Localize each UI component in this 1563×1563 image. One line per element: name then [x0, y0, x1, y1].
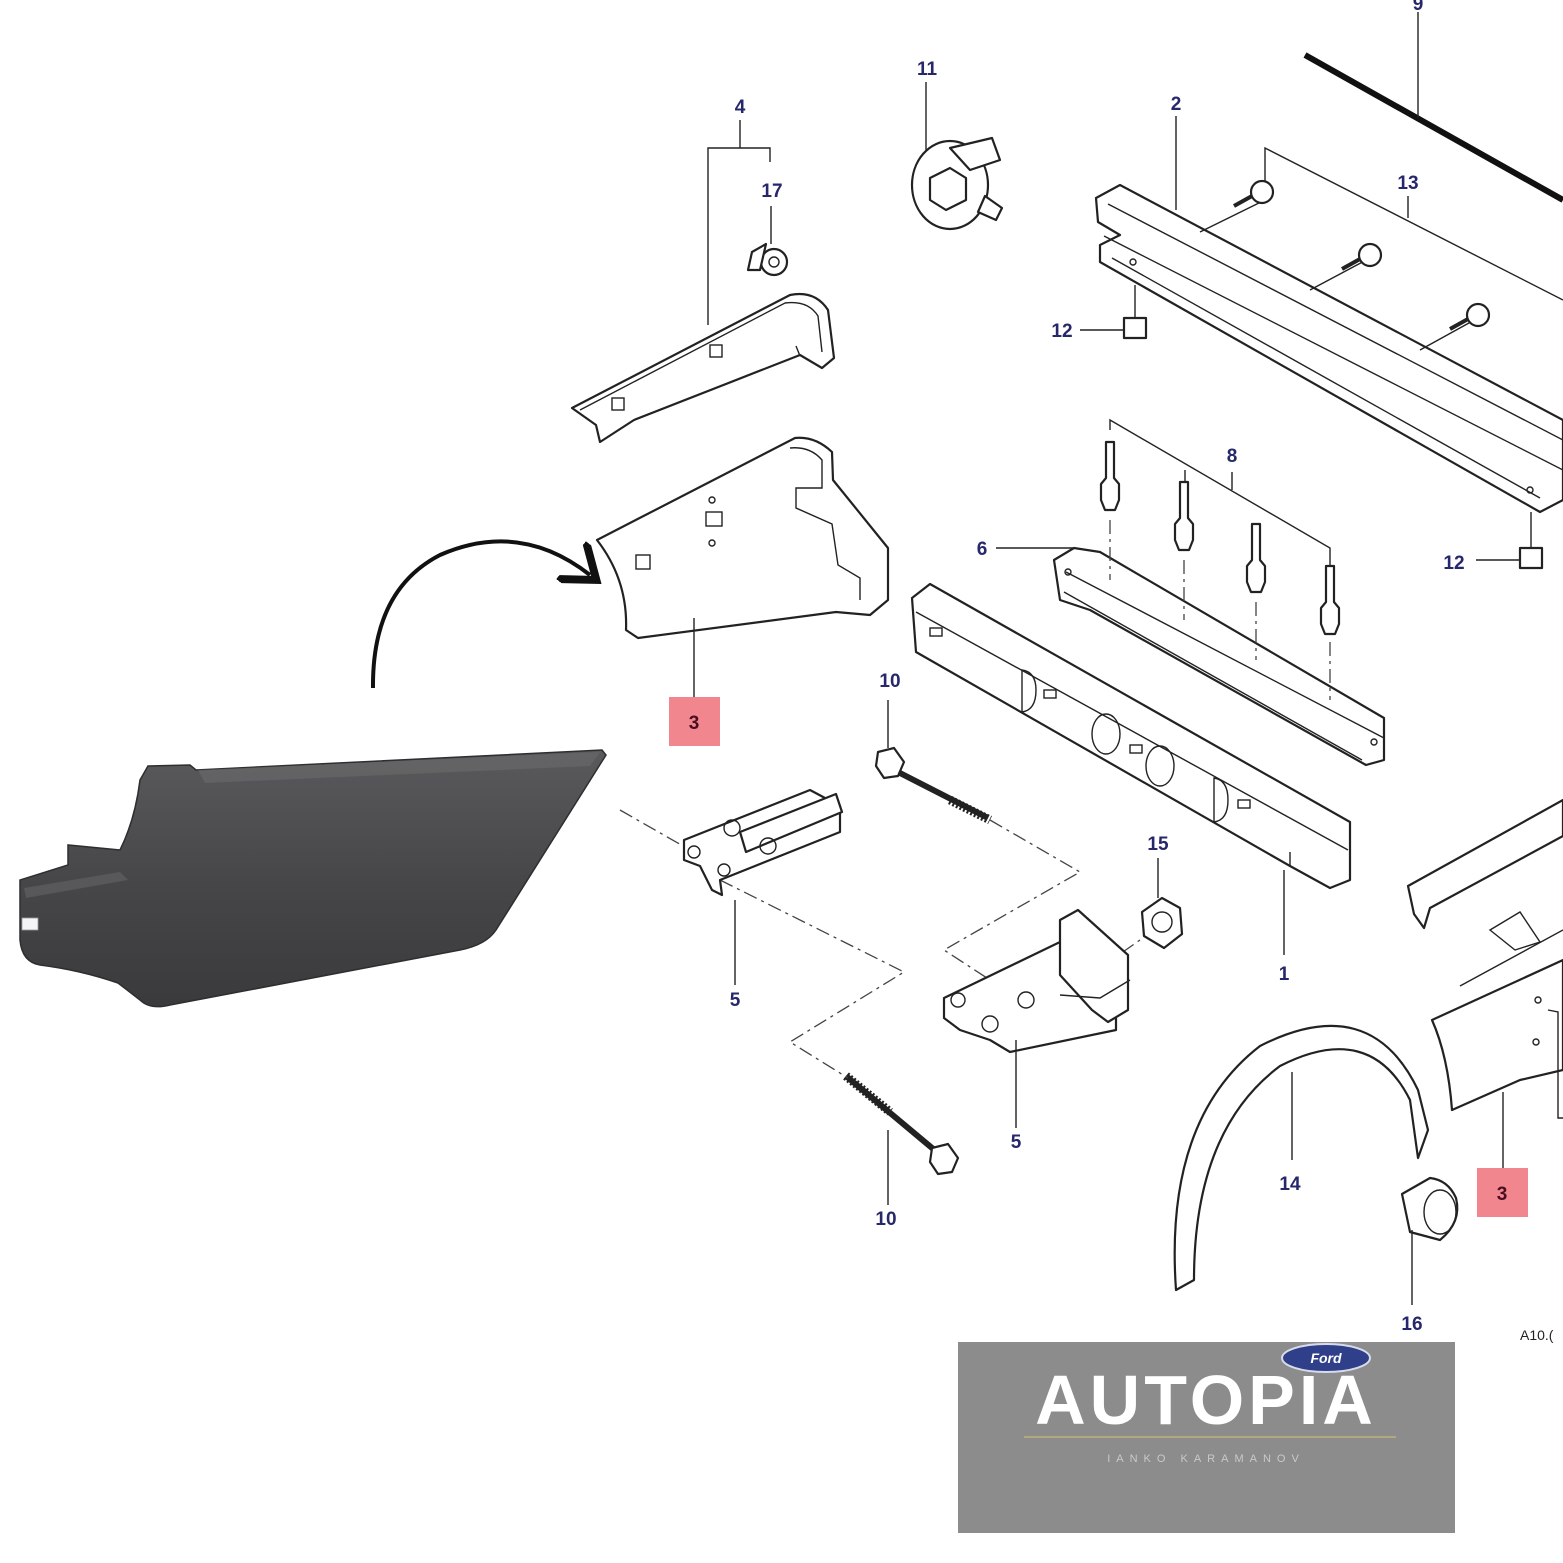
callout-12-left: 12 [1051, 321, 1072, 342]
logo-subtitle: IANKO KARAMANOV [1107, 1453, 1305, 1465]
part-17-clip [746, 242, 789, 277]
callout-labels: 1 2 3 3 4 5 5 6 8 9 10 10 11 12 12 13 14… [689, 0, 1508, 1335]
part-2-rail [1094, 183, 1563, 514]
autopia-logo: Ford AUTOPIA IANKO KARAMANOV [958, 1342, 1455, 1533]
callout-6: 6 [977, 539, 988, 560]
callout-14: 14 [1279, 1174, 1301, 1195]
callout-5-bottom: 5 [1011, 1132, 1022, 1153]
callout-3-highlight-left [669, 697, 720, 746]
callout-8: 8 [1227, 446, 1238, 467]
part-13-screws [1199, 146, 1563, 351]
part-1-beam [910, 582, 1352, 890]
callout-4: 4 [735, 97, 746, 118]
part-5-bracket-top [682, 788, 844, 897]
callout-9: 9 [1413, 0, 1424, 15]
part-10-bolt-top [874, 746, 993, 825]
callout-3-right: 3 [1497, 1184, 1508, 1205]
part-16-cap [1400, 1176, 1459, 1242]
logo-name: AUTOPIA [1035, 1361, 1377, 1439]
ford-oval-icon [1281, 1343, 1371, 1373]
callout-12-right: 12 [1443, 553, 1464, 574]
product-photo [19, 749, 607, 1008]
part-12-bolts [1080, 285, 1544, 570]
drawing-reference: A10.( [1520, 1327, 1554, 1343]
callout-17: 17 [761, 181, 782, 202]
part-3-end-cap-right [1406, 798, 1563, 1119]
callout-3-highlight-right [1477, 1168, 1528, 1217]
part-3-end-cap [595, 436, 890, 640]
part-10-bolt-bottom [843, 1072, 960, 1176]
part-5-bracket-bottom [942, 908, 1131, 1054]
part-15-nut [1140, 896, 1184, 950]
callout-16: 16 [1401, 1314, 1422, 1335]
arrow-icon [370, 539, 590, 689]
part-6-channel [1052, 546, 1386, 767]
part-4-bracket [570, 292, 836, 444]
part-11-mount [910, 136, 1004, 231]
callout-2: 2 [1171, 94, 1182, 115]
part-8-studs [1099, 418, 1341, 700]
part-9-strip [1303, 52, 1563, 203]
part-14-arch-trim [1173, 1024, 1430, 1292]
callout-5-top: 5 [730, 990, 741, 1011]
callout-15: 15 [1147, 834, 1169, 855]
logo-badge: Ford [1310, 1350, 1342, 1366]
callout-13: 13 [1397, 173, 1418, 194]
callout-10-bottom: 10 [875, 1209, 896, 1230]
callout-10-top: 10 [879, 671, 900, 692]
callout-3-left: 3 [689, 713, 700, 734]
callout-11: 11 [917, 59, 938, 80]
callout-1: 1 [1279, 964, 1290, 985]
